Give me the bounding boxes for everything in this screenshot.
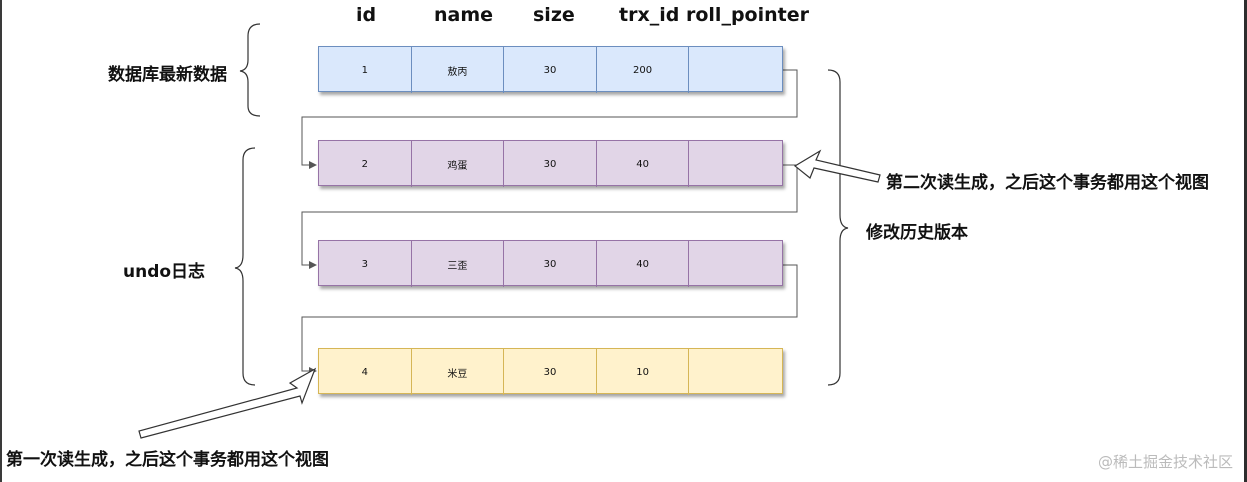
header-roll-pointer: roll_pointer: [686, 4, 809, 26]
cell-size: 30: [504, 349, 597, 395]
cell-name: 敖丙: [412, 47, 505, 93]
cell-roll-pointer: [689, 47, 782, 93]
hollow-arrow-first-read: [138, 367, 317, 439]
row-latest: 1 敖丙 30 200: [318, 46, 783, 93]
row-undo-3: 4 米豆 30 10: [318, 348, 783, 395]
watermark: @稀土掘金技术社区: [1097, 453, 1233, 471]
row-undo-1: 2 鸡蛋 30 40: [318, 140, 783, 187]
cell-roll-pointer: [689, 141, 782, 187]
label-undo-log: undo日志: [123, 262, 206, 282]
roll-pointer-link-1: [301, 69, 798, 169]
cell-roll-pointer: [689, 349, 782, 395]
hollow-arrow-second-read: [793, 149, 881, 183]
cell-trx-id: 40: [597, 141, 690, 187]
brace-undo: [234, 147, 256, 386]
header-trx-id: trx_id: [619, 4, 680, 26]
cell-trx-id: 10: [597, 349, 690, 395]
header-size: size: [533, 4, 575, 26]
label-latest-data: 数据库最新数据: [108, 65, 227, 85]
label-first-read: 第一次读生成，之后这个事务都用这个视图: [6, 450, 329, 470]
cell-id: 3: [319, 241, 412, 287]
cell-trx-id: 200: [597, 47, 690, 93]
cell-name: 三歪: [412, 241, 505, 287]
cell-id: 2: [319, 141, 412, 187]
roll-pointer-link-2: [301, 164, 798, 269]
cell-id: 1: [319, 47, 412, 93]
brace-latest: [239, 23, 261, 117]
cell-name: 米豆: [412, 349, 505, 395]
cell-roll-pointer: [689, 241, 782, 287]
cell-size: 30: [504, 241, 597, 287]
header-id: id: [356, 4, 377, 26]
cell-size: 30: [504, 141, 597, 187]
cell-id: 4: [319, 349, 412, 395]
roll-pointer-link-3: [301, 264, 798, 375]
header-name: name: [434, 4, 494, 26]
right-frame-edge: [1244, 0, 1247, 482]
label-second-read: 第二次读生成，之后这个事务都用这个视图: [886, 173, 1209, 193]
row-undo-2: 3 三歪 30 40: [318, 240, 783, 287]
left-frame-edge: [0, 0, 2, 482]
cell-name: 鸡蛋: [412, 141, 505, 187]
cell-size: 30: [504, 47, 597, 93]
label-history-versions: 修改历史版本: [866, 223, 968, 243]
cell-trx-id: 40: [597, 241, 690, 287]
brace-history: [827, 69, 849, 386]
